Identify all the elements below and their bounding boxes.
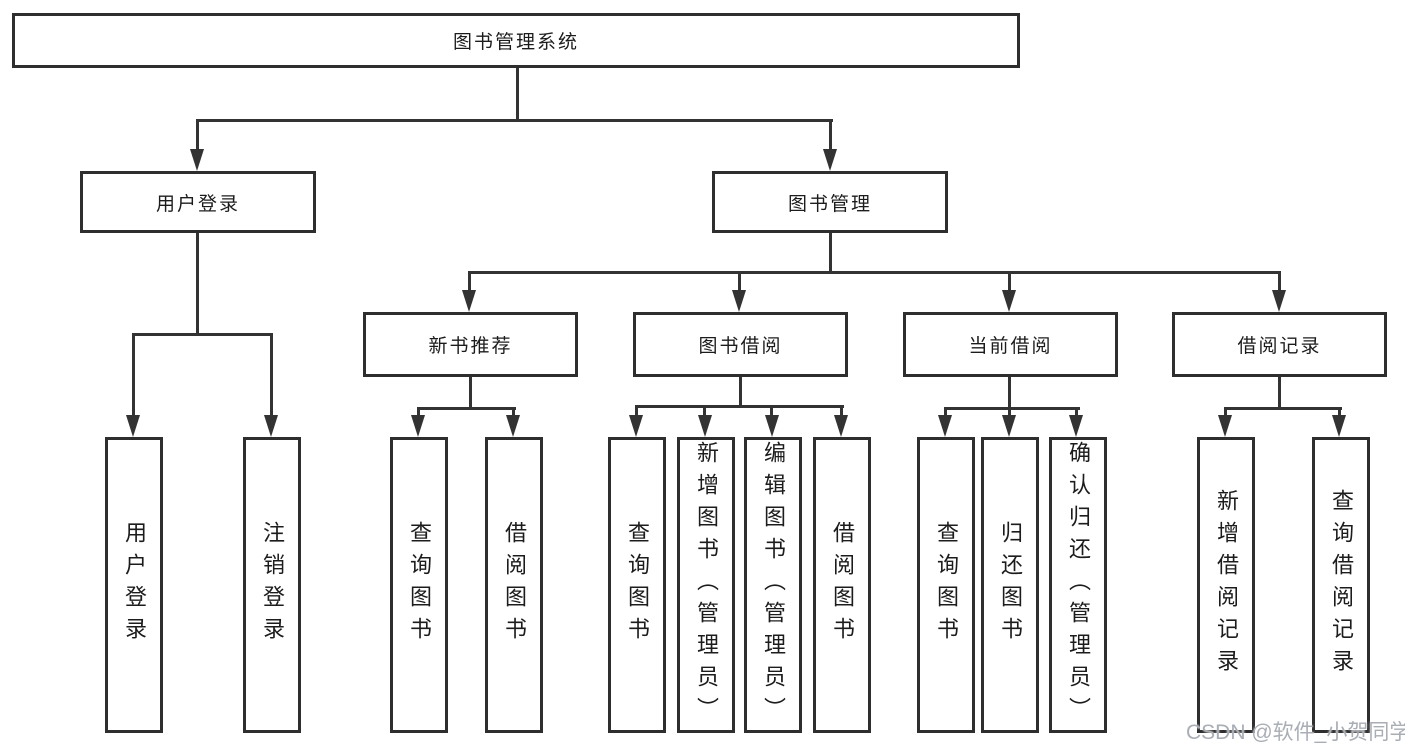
connector-currentborrow-drop-2 — [1008, 407, 1011, 419]
connector-currentborrow-stem — [1008, 377, 1011, 410]
arrowhead-down-icon — [629, 415, 643, 437]
connector-borrowrecord-drop-1 — [1224, 407, 1227, 419]
leaf-edit-book-admin-label: 编辑图书（管理员） — [761, 441, 786, 729]
connector-bookborrow-rail — [635, 405, 844, 408]
node-user-login: 用户登录 — [80, 171, 316, 233]
node-root-label: 图书管理系统 — [452, 32, 579, 53]
connector-bookmgmt-drop-1 — [468, 271, 471, 292]
connector-currentborrow-drop-3 — [1075, 407, 1078, 419]
connector-bookborrow-drop-4 — [840, 405, 843, 419]
connector-bookborrow-drop-3 — [770, 405, 773, 419]
node-root: 图书管理系统 — [12, 13, 1020, 68]
leaf-borrow-book-1: 借阅图书 — [485, 437, 543, 733]
leaf-confirm-return-admin: 确认归还（管理员） — [1049, 437, 1107, 733]
leaf-query-book-1-label: 查询图书 — [407, 521, 432, 649]
connector-bookmgmt-drop-2 — [738, 271, 741, 292]
leaf-logout-label: 注销登录 — [260, 521, 285, 649]
leaf-borrow-book-2: 借阅图书 — [813, 437, 871, 733]
connector-borrowrecord-drop-2 — [1338, 407, 1341, 419]
arrowhead-down-icon — [126, 415, 140, 437]
node-new-book-recommend-label: 新书推荐 — [428, 336, 513, 357]
arrowhead-down-icon — [834, 415, 848, 437]
arrowhead-down-icon — [1002, 415, 1016, 437]
leaf-add-borrow-record: 新增借阅记录 — [1197, 437, 1255, 733]
node-book-borrow: 图书借阅 — [633, 312, 848, 377]
connector-newbook-drop-2 — [512, 407, 515, 419]
leaf-query-book-3-label: 查询图书 — [934, 521, 959, 649]
connector-bookborrow-drop-2 — [703, 405, 706, 419]
leaf-confirm-return-admin-label: 确认归还（管理员） — [1066, 441, 1091, 729]
arrowhead-down-icon — [1332, 415, 1346, 437]
leaf-query-book-1: 查询图书 — [390, 437, 448, 733]
connector-userlogin-drop-right — [270, 333, 273, 417]
connector-root-stem — [516, 68, 519, 122]
leaf-user-login: 用户登录 — [105, 437, 163, 733]
arrowhead-down-icon — [190, 149, 204, 171]
arrowhead-down-icon — [765, 415, 779, 437]
connector-userlogin-stem — [196, 233, 199, 336]
arrowhead-down-icon — [1002, 290, 1016, 312]
connector-newbook-drop-1 — [417, 407, 420, 419]
node-new-book-recommend: 新书推荐 — [363, 312, 578, 377]
arrowhead-down-icon — [698, 415, 712, 437]
leaf-user-login-label: 用户登录 — [122, 521, 147, 649]
node-user-login-label: 用户登录 — [155, 193, 240, 215]
leaf-add-book-admin-label: 新增图书（管理员） — [694, 441, 719, 729]
node-book-borrow-label: 图书借阅 — [698, 336, 783, 357]
arrowhead-down-icon — [411, 415, 425, 437]
arrowhead-down-icon — [1272, 290, 1286, 312]
node-borrow-record: 借阅记录 — [1172, 312, 1387, 377]
arrowhead-down-icon — [938, 415, 952, 437]
node-borrow-record-label: 借阅记录 — [1237, 336, 1322, 357]
connector-newbook-stem — [469, 377, 472, 410]
leaf-return-book: 归还图书 — [981, 437, 1039, 733]
connector-bookborrow-stem — [739, 377, 742, 408]
connector-root-rail — [196, 119, 833, 122]
connector-bookmgmt-rail — [468, 271, 1281, 274]
connector-root-drop-right — [829, 119, 832, 152]
leaf-return-book-label: 归还图书 — [998, 521, 1023, 649]
csdn-watermark: CSDN @软件_小贺同学 — [1186, 721, 1405, 744]
connector-userlogin-rail — [132, 333, 273, 336]
connector-bookmgmt-drop-4 — [1278, 271, 1281, 292]
arrowhead-down-icon — [1218, 415, 1232, 437]
leaf-query-book-3: 查询图书 — [917, 437, 975, 733]
leaf-query-borrow-record: 查询借阅记录 — [1312, 437, 1370, 733]
leaf-query-book-2-label: 查询图书 — [625, 521, 650, 649]
connector-currentborrow-drop-1 — [944, 407, 947, 419]
arrowhead-down-icon — [264, 415, 278, 437]
leaf-borrow-book-2-label: 借阅图书 — [830, 521, 855, 649]
leaf-add-book-admin: 新增图书（管理员） — [677, 437, 735, 733]
arrowhead-down-icon — [732, 290, 746, 312]
arrowhead-down-icon — [1069, 415, 1083, 437]
arrowhead-down-icon — [462, 290, 476, 312]
node-book-management-label: 图书管理 — [787, 193, 872, 215]
leaf-query-borrow-record-label: 查询借阅记录 — [1329, 489, 1354, 681]
connector-currentborrow-rail — [944, 407, 1080, 410]
leaf-query-book-2: 查询图书 — [608, 437, 666, 733]
arrowhead-down-icon — [506, 415, 520, 437]
arrowhead-down-icon — [823, 149, 837, 171]
leaf-edit-book-admin: 编辑图书（管理员） — [744, 437, 802, 733]
node-book-management: 图书管理 — [712, 171, 948, 233]
connector-borrowrecord-rail — [1224, 407, 1342, 410]
node-current-borrow-label: 当前借阅 — [968, 336, 1053, 357]
leaf-add-borrow-record-label: 新增借阅记录 — [1214, 489, 1239, 681]
connector-userlogin-drop-left — [132, 333, 135, 417]
connector-bookmgmt-stem — [829, 233, 832, 274]
leaf-logout: 注销登录 — [243, 437, 301, 733]
connector-bookmgmt-drop-3 — [1008, 271, 1011, 292]
node-current-borrow: 当前借阅 — [903, 312, 1118, 377]
connector-borrowrecord-stem — [1278, 377, 1281, 410]
connector-root-drop-left — [196, 119, 199, 152]
connector-bookborrow-drop-1 — [635, 405, 638, 419]
connector-newbook-rail — [417, 407, 516, 410]
leaf-borrow-book-1-label: 借阅图书 — [502, 521, 527, 649]
